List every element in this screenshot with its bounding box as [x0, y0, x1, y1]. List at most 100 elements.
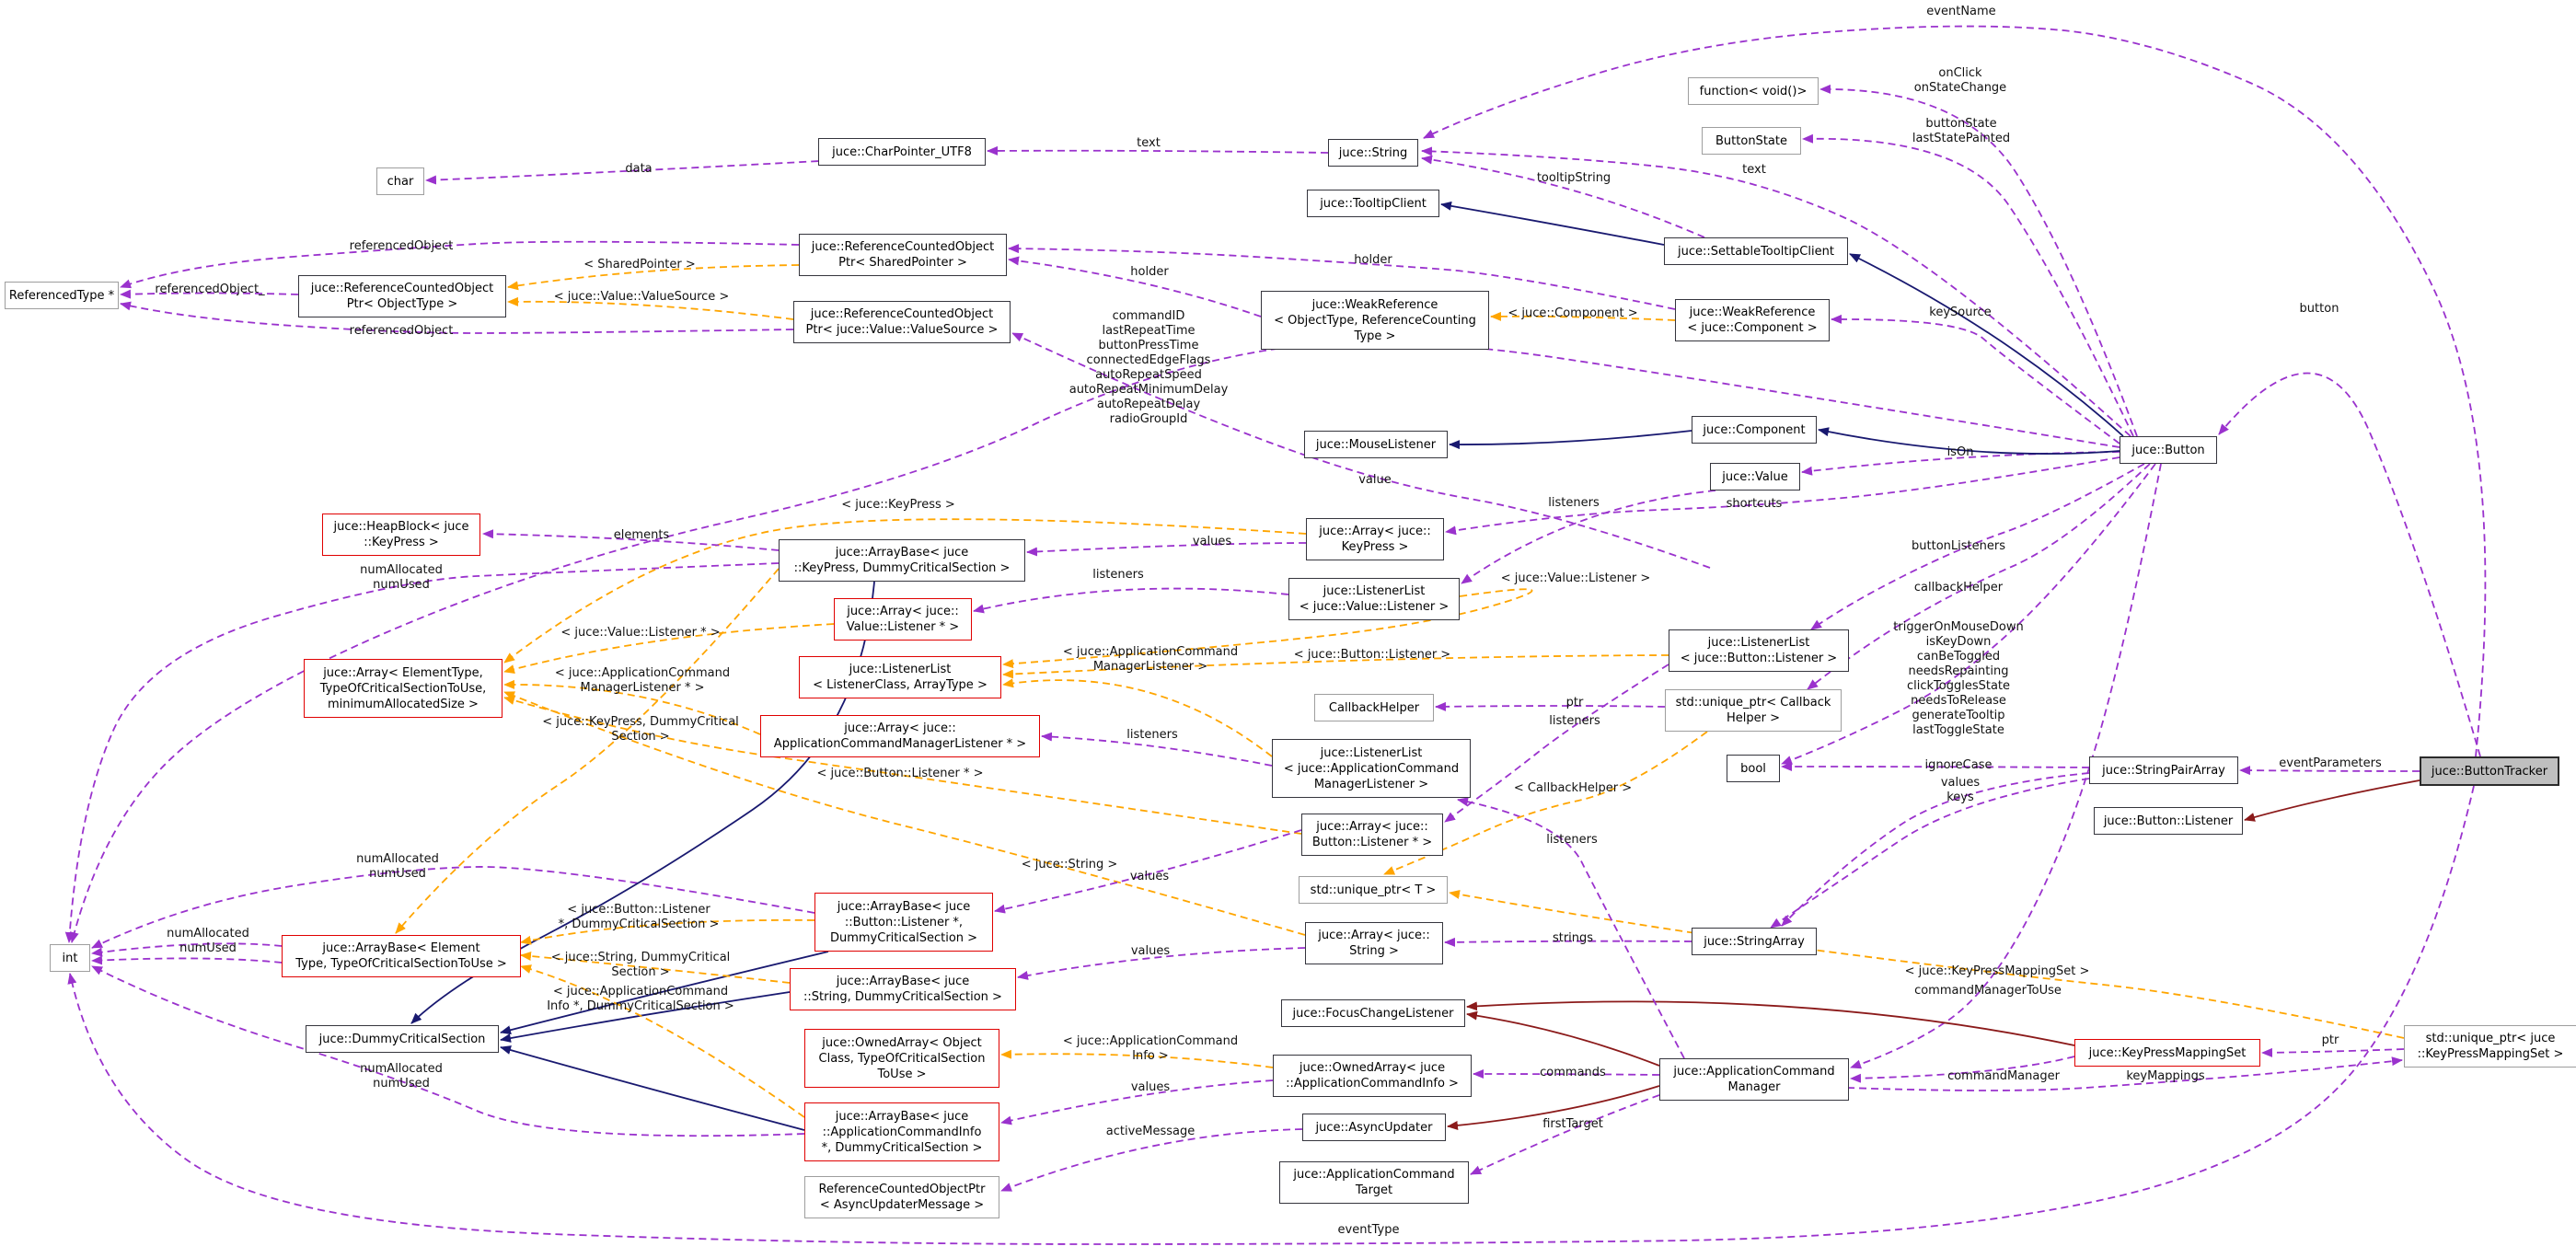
- node-ll_buttonlistener[interactable]: juce::ListenerList < juce::Button::Liste…: [1669, 629, 1849, 672]
- edge-label: listeners: [1126, 728, 1178, 742]
- node-ab_keypress[interactable]: juce::ArrayBase< juce ::KeyPress, DummyC…: [779, 539, 1025, 582]
- node-asyncupdater[interactable]: juce::AsyncUpdater: [1302, 1114, 1446, 1141]
- node-array_valuelistener[interactable]: juce::Array< juce:: Value::Listener * >: [834, 598, 972, 641]
- node-rcop_object[interactable]: juce::ReferenceCountedObject Ptr< Object…: [298, 275, 506, 317]
- edge: [1846, 1056, 2403, 1091]
- edge-label: < juce::Value::Listener >: [1500, 571, 1651, 585]
- node-ll_valuelistener[interactable]: juce::ListenerList < juce::Value::Listen…: [1288, 578, 1460, 620]
- edge-label: elements: [613, 528, 670, 542]
- node-ll_acml[interactable]: juce::ListenerList < juce::ApplicationCo…: [1272, 739, 1471, 798]
- node-button[interactable]: juce::Button: [2120, 436, 2217, 464]
- node-ownedarray_master[interactable]: juce::OwnedArray< Object Class, TypeOfCr…: [804, 1029, 999, 1088]
- node-kpms[interactable]: juce::KeyPressMappingSet: [2074, 1039, 2260, 1067]
- edge: [1831, 314, 2120, 444]
- node-focuschange[interactable]: juce::FocusChangeListener: [1281, 999, 1465, 1027]
- node-ownedarray_aci[interactable]: juce::OwnedArray< juce ::ApplicationComm…: [1273, 1055, 1472, 1097]
- edge: [1002, 678, 1273, 757]
- edge: [1819, 84, 2138, 437]
- edge-label: < juce::KeyPressMappingSet >: [1904, 964, 2090, 978]
- edge-label: < juce::ApplicationCommand Info >: [1062, 1034, 1239, 1063]
- node-uptr_t[interactable]: std::unique_ptr< T >: [1299, 876, 1448, 904]
- edge-label: values: [1129, 870, 1170, 883]
- node-char[interactable]: char: [376, 167, 424, 195]
- edge: [91, 866, 815, 949]
- edge: [120, 289, 299, 299]
- node-component[interactable]: juce::Component: [1692, 416, 1817, 444]
- edge: [2218, 372, 2481, 757]
- edge-label: < juce::ApplicationCommand ManagerListen…: [554, 666, 731, 695]
- node-ab_master[interactable]: juce::ArrayBase< Element Type, TypeOfCri…: [282, 935, 521, 977]
- edge-label: activeMessage: [1105, 1125, 1196, 1138]
- edge-label: numAllocated numUsed: [360, 563, 443, 592]
- edge: [1041, 732, 1273, 767]
- edge-label: keyMappings: [2126, 1069, 2205, 1083]
- node-ll_master[interactable]: juce::ListenerList < ListenerClass, Arra…: [799, 656, 1001, 698]
- node-referencedtype[interactable]: ReferencedType *: [5, 282, 119, 309]
- edge: [973, 587, 1289, 614]
- node-uptr_callbackhelper[interactable]: std::unique_ptr< Callback Helper >: [1665, 689, 1842, 732]
- edge: [1449, 890, 2405, 1039]
- node-weakref_component[interactable]: juce::WeakReference < juce::Component >: [1675, 299, 1830, 341]
- edge-label: eventType: [1337, 1223, 1400, 1237]
- node-array_keypress[interactable]: juce::Array< juce:: KeyPress >: [1306, 518, 1444, 560]
- node-callbackhelper[interactable]: CallbackHelper: [1314, 694, 1434, 721]
- node-rcop_shared[interactable]: juce::ReferenceCountedObject Ptr< Shared…: [799, 234, 1007, 276]
- edge: [1770, 778, 2090, 929]
- node-dummycs[interactable]: juce::DummyCriticalSection: [306, 1025, 499, 1053]
- edge-label: ptr: [2321, 1033, 2339, 1047]
- node-act[interactable]: juce::ApplicationCommand Target: [1279, 1161, 1469, 1204]
- edge-label: holder: [1354, 253, 1392, 267]
- node-rcop_asyncmsg[interactable]: ReferenceCountedObjectPtr < AsyncUpdater…: [804, 1176, 999, 1218]
- edge: [64, 562, 780, 943]
- node-buttontracker[interactable]: juce::ButtonTracker: [2420, 756, 2559, 786]
- edge-label: < juce::Component >: [1507, 306, 1638, 320]
- edge-label: eventParameters: [2279, 756, 2382, 770]
- node-rcop_valuesource[interactable]: juce::ReferenceCountedObject Ptr< juce::…: [793, 301, 1011, 343]
- edge: [520, 964, 805, 1118]
- node-array_buttonlistener[interactable]: juce::Array< juce:: Button::Listener * >: [1301, 814, 1443, 856]
- node-function[interactable]: function< void()>: [1688, 77, 1819, 105]
- node-stringpairarray[interactable]: juce::StringPairArray: [2089, 756, 2238, 784]
- node-value[interactable]: juce::Value: [1710, 463, 1800, 491]
- edge-label: firstTarget: [1542, 1117, 1603, 1131]
- node-buttonlistener[interactable]: juce::Button::Listener: [2094, 807, 2243, 835]
- node-int[interactable]: int: [50, 944, 90, 972]
- node-array_acml[interactable]: juce::Array< juce:: ApplicationCommandMa…: [760, 715, 1040, 757]
- node-uptr_kpms[interactable]: std::unique_ptr< juce ::KeyPressMappingS…: [2404, 1025, 2576, 1068]
- edge-label: eventName: [1926, 5, 1996, 18]
- node-heapblock[interactable]: juce::HeapBlock< juce ::KeyPress >: [322, 514, 480, 556]
- edge: [482, 529, 780, 551]
- edge-label: onClick onStateChange: [1913, 66, 2007, 95]
- edge-label: < SharedPointer >: [583, 258, 696, 271]
- edge: [1781, 772, 2090, 927]
- edge-label: < juce::Value::ValueSource >: [553, 290, 730, 304]
- node-weakref_generic[interactable]: juce::WeakReference < ObjectType, Refere…: [1261, 291, 1489, 350]
- edge: [1781, 463, 2156, 765]
- node-array_string[interactable]: juce::Array< juce:: String >: [1305, 922, 1443, 964]
- edge: [1444, 664, 1669, 823]
- edge-label: listeners: [1549, 714, 1600, 728]
- node-mouselistener[interactable]: juce::MouseListener: [1304, 431, 1448, 458]
- node-tooltipclient[interactable]: juce::TooltipClient: [1307, 190, 1439, 217]
- node-string[interactable]: juce::String: [1328, 139, 1418, 167]
- edge: [507, 264, 800, 291]
- node-acm[interactable]: juce::ApplicationCommand Manager: [1659, 1058, 1849, 1101]
- node-ab_aci[interactable]: juce::ArrayBase< juce ::ApplicationComma…: [804, 1102, 999, 1161]
- edge-label: < juce::Button::Listener >: [1293, 648, 1451, 662]
- edge: [503, 679, 761, 735]
- node-ab_buttonlistener[interactable]: juce::ArrayBase< juce ::Button::Listener…: [814, 893, 993, 952]
- edge-label: < juce::String, DummyCritical Section >: [550, 951, 731, 979]
- edge-label: values: [1130, 944, 1171, 958]
- node-bool[interactable]: bool: [1727, 755, 1780, 782]
- edge: [1008, 256, 1262, 317]
- node-charptr[interactable]: juce::CharPointer_UTF8: [818, 138, 986, 166]
- node-stringarray[interactable]: juce::StringArray: [1692, 928, 1817, 955]
- node-array_master[interactable]: juce::Array< ElementType, TypeOfCritical…: [304, 659, 502, 718]
- node-ab_string[interactable]: juce::ArrayBase< juce ::String, DummyCri…: [790, 968, 1016, 1010]
- node-settabletooltip[interactable]: juce::SettableTooltipClient: [1664, 237, 1848, 265]
- edge: [520, 952, 791, 984]
- edge: [1026, 542, 1307, 557]
- node-buttonstate[interactable]: ButtonState: [1702, 127, 1801, 155]
- edge: [67, 785, 2475, 1245]
